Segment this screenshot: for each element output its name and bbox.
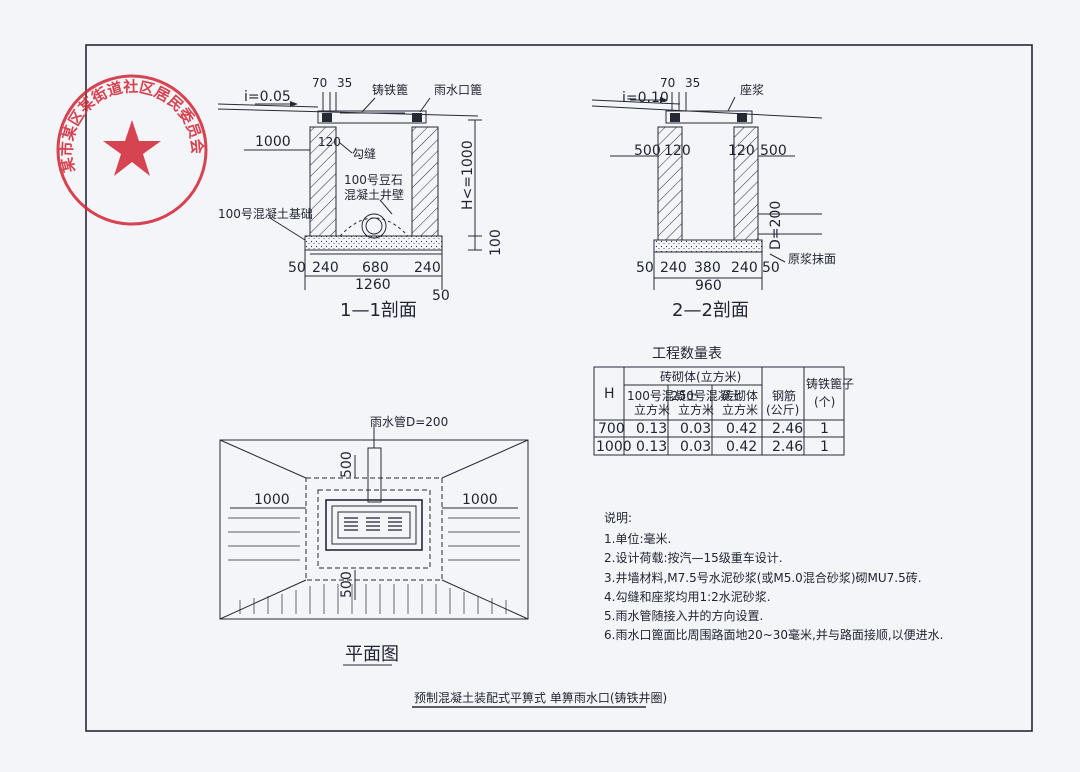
seal-star-icon bbox=[103, 120, 161, 176]
plan-dim-1000-right: 1000 bbox=[462, 492, 498, 508]
dim-h-1: H<=1000 bbox=[460, 140, 476, 210]
plan-dim-1000-left: 1000 bbox=[254, 492, 290, 508]
design-notes: 说明: 1.单位:毫米. 2.设计荷载:按汽—15级重车设计. 3.井墙材料,M… bbox=[604, 510, 944, 642]
table-cell-c5: 1 bbox=[820, 421, 829, 437]
section-1-1-drawing bbox=[217, 92, 482, 290]
table-cell-c1: 0.13 bbox=[636, 439, 667, 455]
table-cell-c1: 0.13 bbox=[636, 421, 667, 437]
dim-240-b-1: 240 bbox=[414, 260, 441, 276]
table-col-h: H bbox=[604, 386, 615, 402]
dim-50-right-2: 50 bbox=[762, 260, 780, 276]
section-1-1-labels: i=0.05 70 35 铸铁篦 雨水口篦 120 1000 勾缝 100号豆石… bbox=[218, 76, 504, 321]
label-cast-iron-cover: 铸铁篦 bbox=[372, 82, 408, 97]
dim-35-2: 35 bbox=[685, 76, 700, 90]
section-2-2-title: 2—2剖面 bbox=[672, 300, 749, 321]
table-col5-line2: (个) bbox=[814, 395, 835, 409]
label-joint: 勾缝 bbox=[352, 146, 376, 161]
official-seal: 某市某区某街道社区居民委员会 bbox=[56, 74, 208, 226]
label-grate: 雨水口篦 bbox=[434, 82, 482, 97]
dim-50-right-1: 50 bbox=[432, 288, 450, 304]
table-cell-c2: 0.03 bbox=[680, 421, 711, 437]
quantity-table: 工程数量表 H 砖砌体(立方米) 100号混凝土 立方米 250号混凝土 立方米… bbox=[593, 346, 854, 456]
label-pipe-d200: D=200 bbox=[768, 201, 784, 250]
note-item: 1.单位:毫米. bbox=[604, 531, 671, 546]
dim-500-a-2: 500 bbox=[634, 143, 661, 159]
note-item: 5.雨水管随接入井的方向设置. bbox=[604, 608, 763, 623]
slope-label-2: i=0.10 bbox=[622, 90, 669, 106]
label-mortar-bed: 座浆 bbox=[740, 82, 764, 97]
table-col4-line1: 钢筋 bbox=[772, 388, 796, 403]
plan-view-title: 平面图 bbox=[345, 644, 399, 665]
label-gravel: 100号豆石 bbox=[344, 173, 403, 187]
dim-240-a-2: 240 bbox=[660, 260, 687, 276]
table-cell-c4: 2.46 bbox=[772, 421, 803, 437]
dim-1260-1: 1260 bbox=[355, 277, 391, 293]
dim-50-left-2: 50 bbox=[636, 260, 654, 276]
dim-500-b-2: 500 bbox=[760, 143, 787, 159]
plan-view-drawing bbox=[219, 425, 529, 620]
table-row: 700 0.13 0.03 0.42 2.46 1 bbox=[598, 421, 829, 437]
note-item: 3.井墙材料,M7.5号水泥砂浆(或M5.0混合砂浆)砌MU7.5砖. bbox=[604, 570, 922, 585]
table-row: 1000 0.13 0.03 0.42 2.46 1 bbox=[596, 439, 829, 455]
table-col1-line1: 100号混凝土 bbox=[627, 388, 698, 403]
drawing-title: 预制混凝土装配式平箅式 单箅雨水口(铸铁井圈) bbox=[414, 690, 667, 705]
note-item: 4.勾缝和座浆均用1:2水泥砂浆. bbox=[604, 589, 771, 604]
table-cell-c3: 0.42 bbox=[726, 439, 757, 455]
table-col5-line1: 铸铁篦子 bbox=[806, 376, 854, 391]
plan-dim-500-top: 500 bbox=[339, 451, 355, 478]
drawing-frame bbox=[85, 44, 1033, 732]
plan-pipe-label: 雨水管D=200 bbox=[370, 414, 448, 429]
table-col2-line2: 立方米 bbox=[678, 402, 714, 417]
table-col4-line2: (公斤) bbox=[766, 403, 799, 417]
table-col1-line2: 立方米 bbox=[634, 402, 670, 417]
dim-1000-1: 1000 bbox=[255, 134, 291, 150]
plan-view-labels: 雨水管D=200 500 1000 1000 500 平面图 bbox=[254, 414, 498, 666]
dim-70-2: 70 bbox=[660, 76, 675, 90]
dim-100-base: 100 bbox=[488, 229, 504, 256]
notes-title: 说明: bbox=[604, 510, 632, 525]
table-col3-line1: 砖砌体 bbox=[722, 388, 758, 403]
table-cell-c5: 1 bbox=[820, 439, 829, 455]
dim-70-1: 70 bbox=[312, 76, 327, 90]
dim-240-a-1: 240 bbox=[312, 260, 339, 276]
table-cell-h: 700 bbox=[598, 421, 625, 437]
dim-680-1: 680 bbox=[362, 260, 389, 276]
table-title: 工程数量表 bbox=[652, 346, 722, 362]
dim-120-a-2: 120 bbox=[664, 143, 691, 159]
dim-960-2: 960 bbox=[695, 278, 722, 294]
note-item: 6.雨水口篦面比周围路面地20~30毫米,并与路面接顺,以便进水. bbox=[604, 627, 944, 642]
table-cell-c4: 2.46 bbox=[772, 439, 803, 455]
table-cell-c3: 0.42 bbox=[726, 421, 757, 437]
label-wall: 混凝土井壁 bbox=[344, 187, 404, 202]
note-item: 2.设计荷载:按汽—15级重车设计. bbox=[604, 550, 783, 565]
section-1-1-title: 1—1剖面 bbox=[340, 300, 417, 321]
label-plaster: 原浆抹面 bbox=[788, 251, 836, 266]
dim-120-1: 120 bbox=[318, 135, 341, 149]
dim-50-left-1: 50 bbox=[288, 260, 306, 276]
slope-label-1: i=0.05 bbox=[244, 89, 291, 105]
table-cell-h: 1000 bbox=[596, 439, 632, 455]
dim-35-1: 35 bbox=[337, 76, 352, 90]
dim-120-b-2: 120 bbox=[728, 143, 755, 159]
table-col3-line2: 立方米 bbox=[722, 402, 758, 417]
dim-380-2: 380 bbox=[694, 260, 721, 276]
plan-dim-500-bottom: 500 bbox=[339, 571, 355, 598]
table-col2-line1: 250号混凝土 bbox=[671, 388, 742, 403]
drawing-title-block: 预制混凝土装配式平箅式 单箅雨水口(铸铁井圈) bbox=[412, 690, 667, 708]
dim-240-b-2: 240 bbox=[731, 260, 758, 276]
label-base: 100号混凝土基础 bbox=[218, 206, 313, 221]
section-2-2-drawing bbox=[591, 92, 823, 290]
table-group-header: 砖砌体(立方米) bbox=[660, 369, 741, 384]
section-2-2-labels: i=0.10 70 35 座浆 500 120 120 500 D=200 原浆… bbox=[622, 76, 836, 321]
table-cell-c2: 0.03 bbox=[680, 439, 711, 455]
